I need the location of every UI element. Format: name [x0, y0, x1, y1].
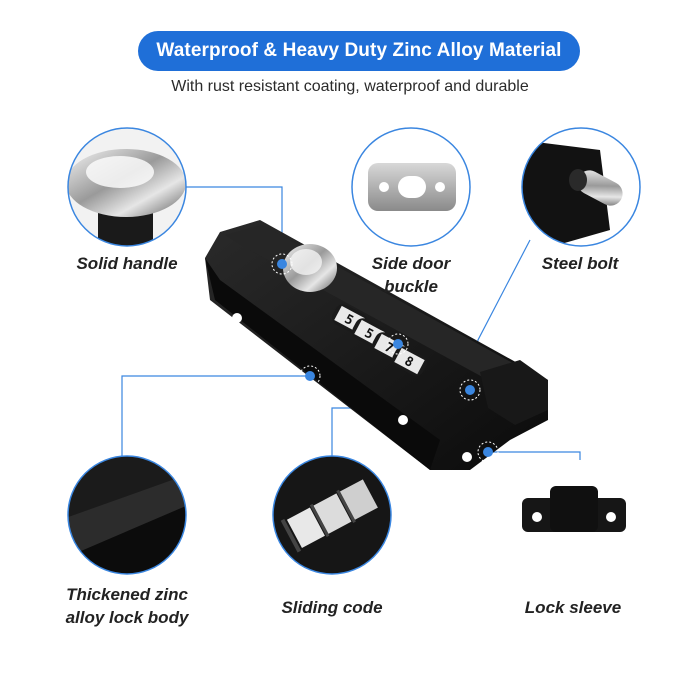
marker-body [299, 365, 321, 387]
lock-sleeve-image [522, 486, 626, 532]
title-banner: Waterproof & Heavy Duty Zinc Alloy Mater… [138, 31, 580, 71]
leader-line-body [121, 375, 308, 456]
marker-sliding-code [387, 333, 409, 355]
label-solid-handle: Solid handle [76, 254, 178, 273]
detail-circle-sliding-code [272, 455, 392, 575]
label-side-door-buckle: Side door buckle [371, 254, 451, 296]
marker-handle [271, 253, 293, 275]
label-sliding-code: Sliding code [281, 598, 383, 617]
detail-circle-buckle [351, 127, 471, 247]
detail-circle-body [67, 455, 187, 575]
subtitle: With rust resistant coating, waterproof … [171, 78, 529, 95]
leader-line-sleeve [490, 451, 581, 460]
marker-sleeve [477, 441, 499, 463]
marker-dots [271, 253, 499, 463]
knob [283, 244, 337, 292]
label-lock-body: Thickened zinc alloy lock body [65, 585, 189, 627]
combination-dials: 5 5 7 8 [332, 304, 427, 376]
detail-circle-handle [67, 127, 187, 247]
label-steel-bolt: Steel bolt [541, 254, 619, 273]
label-lock-sleeve: Lock sleeve [524, 598, 622, 617]
detail-circle-bolt [521, 127, 641, 247]
marker-bolt [459, 379, 481, 401]
banner-text: Waterproof & Heavy Duty Zinc Alloy Mater… [156, 40, 562, 61]
